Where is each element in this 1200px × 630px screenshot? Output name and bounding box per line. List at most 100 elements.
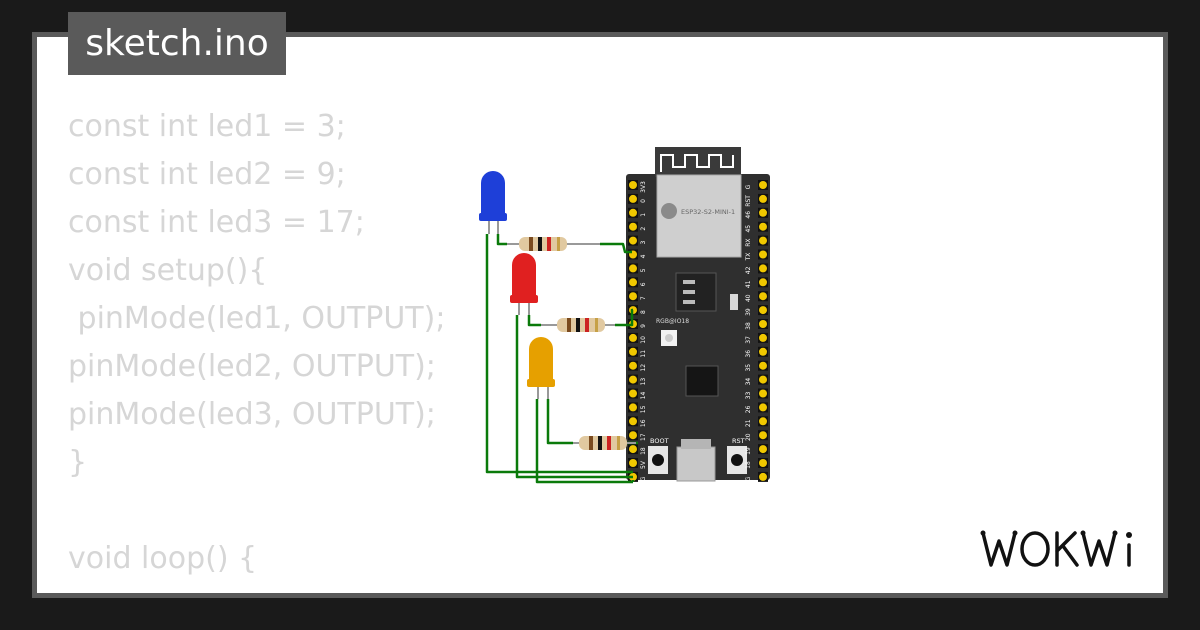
right-pin[interactable]	[759, 361, 767, 370]
rst-label: RST	[732, 437, 745, 445]
code-line: void setup(){	[68, 253, 268, 288]
left-pin-label: 2	[640, 227, 647, 231]
right-pin[interactable]	[759, 264, 767, 273]
right-pin-label: 20	[745, 433, 752, 441]
left-pin-label: 3V3	[640, 181, 647, 193]
right-pin-label: 26	[745, 405, 752, 413]
right-pin[interactable]	[759, 320, 767, 328]
left-pin[interactable]	[629, 361, 637, 370]
code-line: digitalWrite(led1, HIGH);	[68, 589, 435, 593]
right-pin-label: 34	[745, 378, 752, 386]
right-pin-label: 36	[745, 350, 752, 358]
left-pin[interactable]	[629, 292, 637, 301]
right-pin[interactable]	[759, 459, 767, 467]
left-pin[interactable]	[629, 375, 637, 384]
right-pin-label: RST	[745, 195, 752, 207]
right-pin[interactable]	[759, 306, 767, 315]
left-pin-label: 5V	[640, 460, 647, 469]
right-pin[interactable]	[759, 375, 767, 384]
left-pin-label: 5	[640, 268, 647, 272]
led-red[interactable]	[510, 253, 538, 315]
regulator-chip	[675, 272, 717, 312]
right-pin[interactable]	[759, 278, 767, 287]
esp32-board[interactable]: ESP32-S2-MINI-1 RGB@IO18 BOOT RST 3V3012…	[626, 147, 770, 482]
file-tab[interactable]: sketch.ino	[68, 12, 286, 75]
right-pin-label: G	[745, 184, 752, 189]
left-pin-label: 17	[640, 433, 647, 441]
left-pin[interactable]	[629, 389, 637, 398]
left-pin[interactable]	[629, 194, 637, 203]
left-pin-label: 7	[640, 296, 647, 300]
left-pin-label: 13	[640, 378, 647, 386]
left-pin-label: 3	[640, 241, 647, 245]
usb-port	[676, 446, 716, 482]
left-pin[interactable]	[629, 236, 637, 245]
code-line: pinMode(led2, OUTPUT);	[68, 349, 436, 384]
smd-component	[730, 294, 738, 310]
left-pin[interactable]	[629, 403, 637, 412]
left-pin[interactable]	[629, 459, 637, 467]
left-pin[interactable]	[629, 333, 637, 342]
left-pin-label: 8	[640, 310, 647, 314]
antenna-trace	[660, 154, 734, 172]
led-yellow[interactable]	[527, 337, 555, 399]
resistor-2[interactable]	[541, 318, 615, 332]
right-pin[interactable]	[759, 445, 767, 454]
right-pin-label: 37	[745, 336, 752, 344]
resistor-3[interactable]	[573, 436, 636, 450]
left-pin[interactable]	[629, 417, 637, 426]
boot-label: BOOT	[650, 437, 669, 445]
left-pin-label: 1	[640, 213, 647, 217]
right-header-pins: GRST4645RXTX4241403938373635343326212019…	[745, 180, 768, 482]
right-pin[interactable]	[759, 347, 767, 356]
right-pin-label: 41	[745, 280, 752, 288]
module-label: ESP32-S2-MINI-1	[681, 208, 735, 216]
right-pin[interactable]	[759, 181, 767, 189]
right-pin-label: TX	[745, 253, 752, 262]
circuit-diagram: ESP32-S2-MINI-1 RGB@IO18 BOOT RST 3V3012…	[479, 147, 770, 484]
left-pin[interactable]	[629, 208, 637, 217]
wire-gnd-blue	[485, 234, 633, 474]
right-pin[interactable]	[759, 472, 767, 481]
right-pin[interactable]	[759, 389, 767, 398]
left-pin-label: 4	[640, 254, 647, 258]
mcu-chip	[685, 365, 719, 397]
code-line: const int led1 = 3;	[68, 109, 346, 144]
right-pin[interactable]	[759, 417, 767, 426]
code-view: const int led1 = 3; const int led2 = 9; …	[68, 103, 445, 593]
left-pin[interactable]	[629, 278, 637, 287]
left-pin[interactable]	[629, 445, 637, 454]
right-pin[interactable]	[759, 403, 767, 412]
right-pin[interactable]	[759, 208, 767, 217]
right-pin[interactable]	[759, 194, 767, 203]
wires	[485, 234, 638, 484]
left-pin[interactable]	[629, 431, 637, 440]
right-pin-label: RX	[745, 238, 752, 246]
resistor-1[interactable]	[507, 237, 600, 251]
right-pin-label: 45	[745, 225, 752, 233]
right-pin-label: 33	[745, 392, 752, 400]
led-blue[interactable]	[479, 171, 507, 234]
right-pin-label: 38	[745, 322, 752, 330]
left-pin-label: 11	[640, 350, 647, 358]
right-pin[interactable]	[759, 236, 767, 245]
right-pin[interactable]	[759, 431, 767, 440]
left-pin[interactable]	[629, 222, 637, 231]
right-pin-label: 21	[745, 419, 752, 427]
left-pin[interactable]	[629, 181, 637, 189]
code-line: void loop() {	[68, 541, 258, 576]
right-pin[interactable]	[759, 292, 767, 301]
left-pin-label: 16	[640, 419, 647, 427]
code-line: }	[68, 445, 88, 480]
right-pin-label: 35	[745, 364, 752, 372]
preview-card: const int led1 = 3; const int led2 = 9; …	[37, 37, 1163, 593]
right-pin[interactable]	[759, 250, 767, 259]
right-pin-label: 46	[745, 211, 752, 219]
left-pin[interactable]	[629, 264, 637, 273]
right-pin[interactable]	[759, 222, 767, 231]
right-pin[interactable]	[759, 333, 767, 342]
wire-gnd-yellow	[535, 399, 635, 484]
left-pin-label: 10	[640, 336, 647, 344]
left-pin[interactable]	[629, 347, 637, 356]
